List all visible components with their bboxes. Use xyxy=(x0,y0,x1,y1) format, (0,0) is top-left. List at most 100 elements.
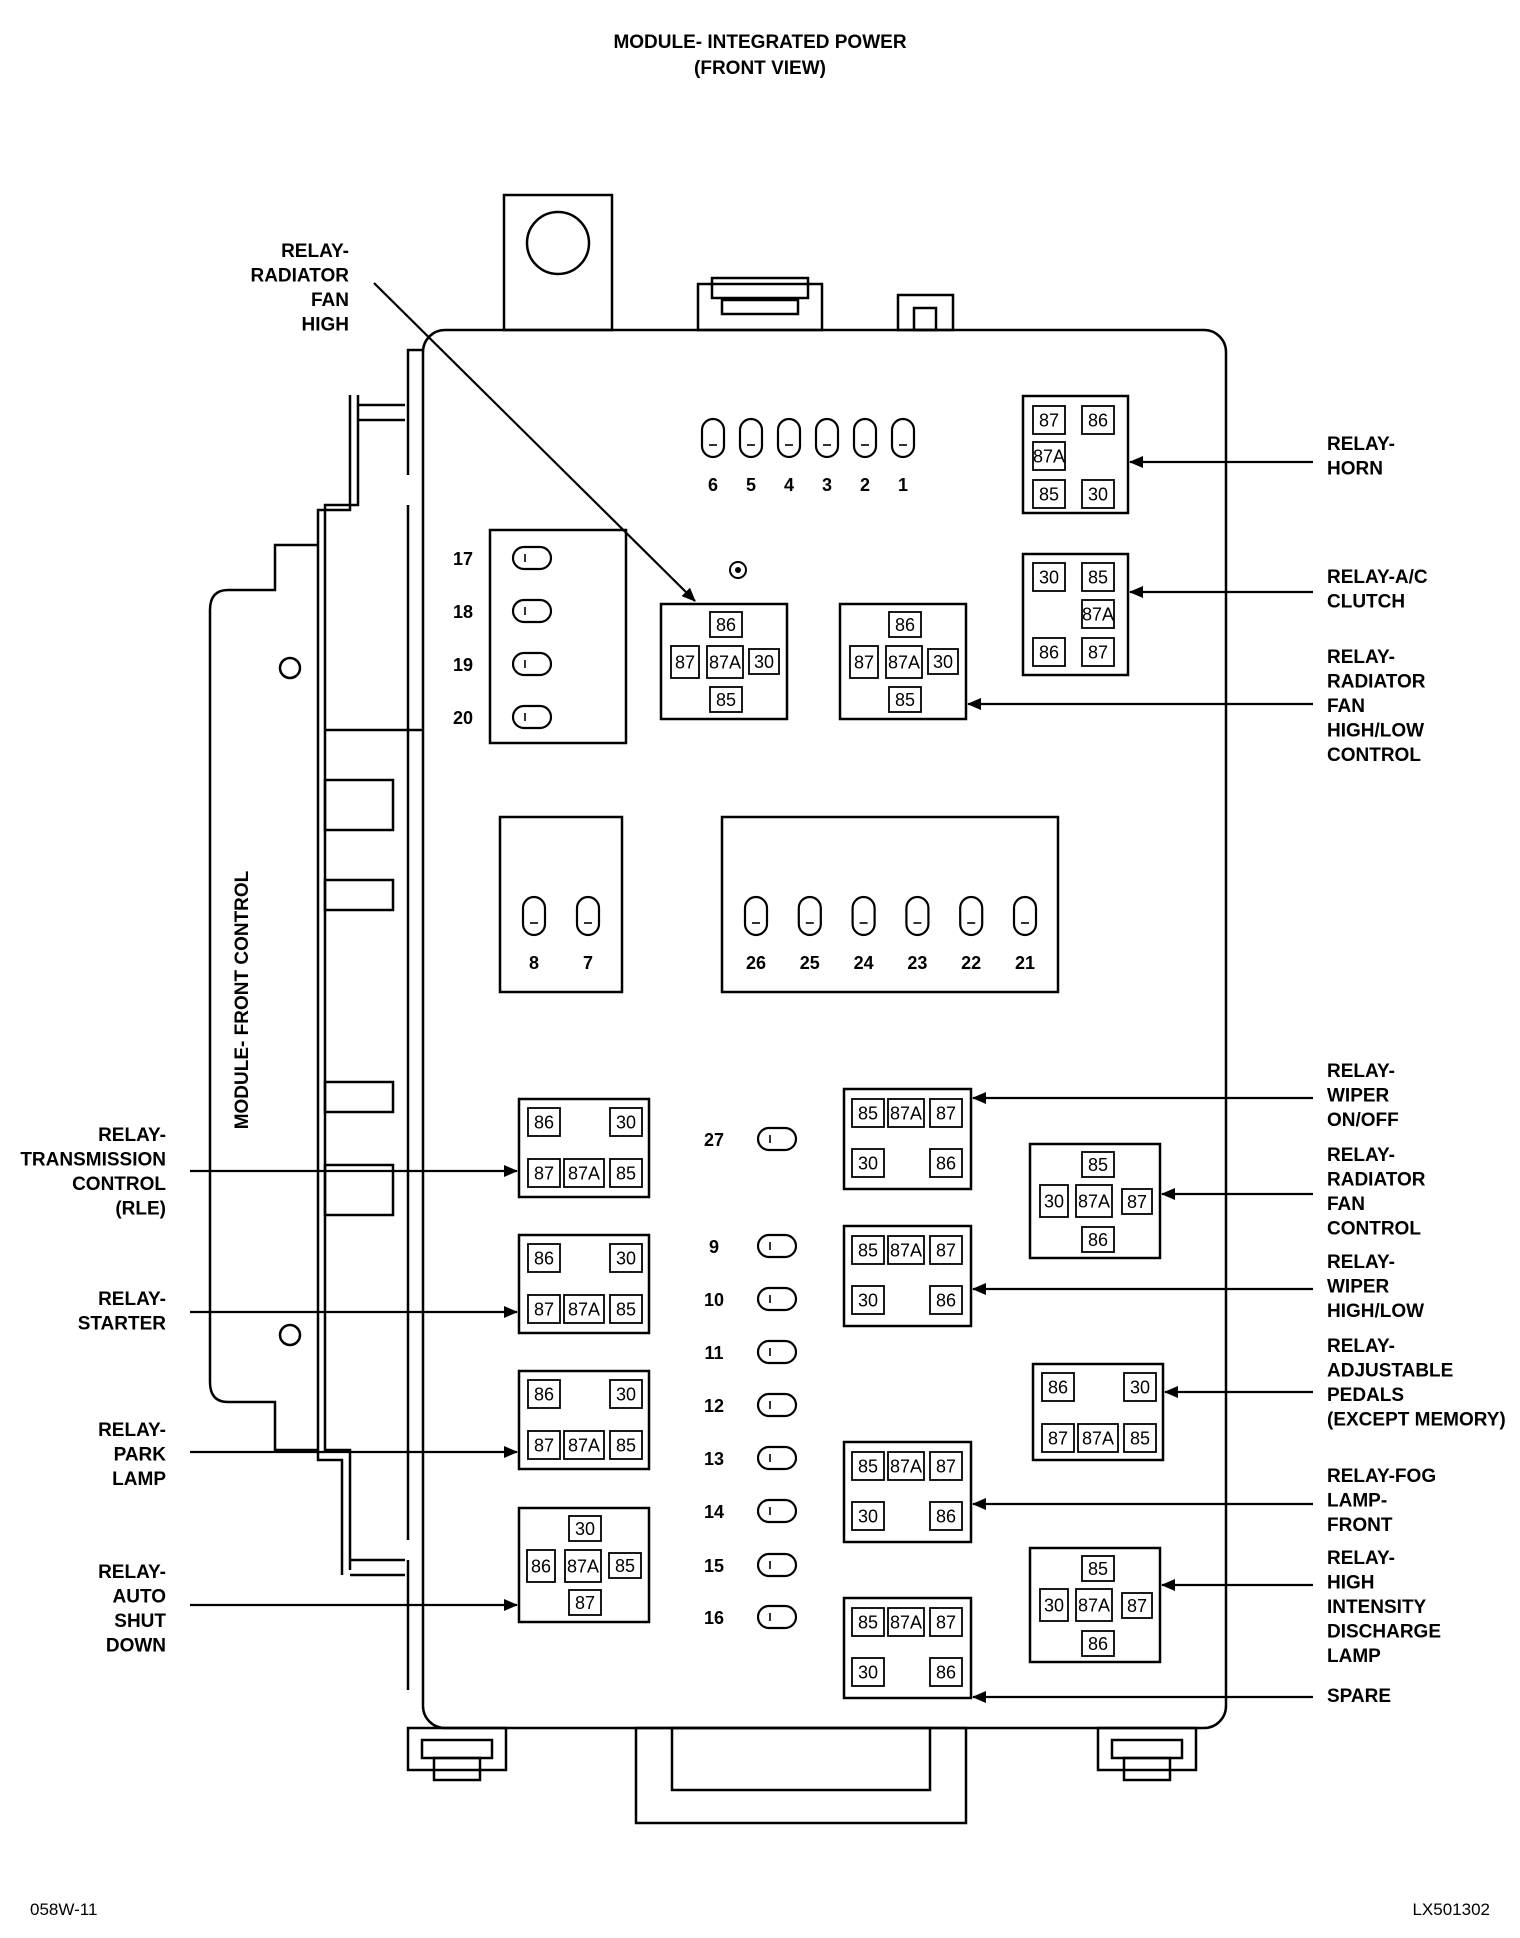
relay-pin: 30 xyxy=(575,1519,595,1539)
fuse-19[interactable]: 19 xyxy=(453,651,553,677)
fuse-9[interactable]: 9 xyxy=(709,1233,798,1259)
relay-pin: 85 xyxy=(1088,568,1108,588)
fuse-number: 20 xyxy=(453,708,473,728)
fuse-1[interactable]: 1 xyxy=(890,417,916,495)
callout-text: DOWN xyxy=(106,1636,166,1657)
relay-pin: 85 xyxy=(858,1104,878,1124)
callout-text: RELAY- xyxy=(1327,1145,1395,1166)
fuse-12[interactable]: 12 xyxy=(704,1392,798,1418)
fuse-number: 13 xyxy=(704,1449,724,1469)
callout-text: FAN xyxy=(1327,696,1365,717)
relay-pin: 87 xyxy=(534,1300,554,1320)
fuse-27[interactable]: 27 xyxy=(704,1126,798,1152)
fuse-17[interactable]: 17 xyxy=(453,545,553,571)
fuse-4[interactable]: 4 xyxy=(776,417,802,495)
callout-text: PARK xyxy=(114,1445,167,1466)
relay-pin: 86 xyxy=(1039,643,1059,663)
relay-pin: 86 xyxy=(716,615,736,635)
fuse-11[interactable]: 11 xyxy=(704,1339,798,1365)
fuse-number: 10 xyxy=(704,1290,724,1310)
relay-pin: 87A xyxy=(567,1557,599,1577)
fuse-16[interactable]: 16 xyxy=(704,1604,798,1630)
callout-text: AUTO xyxy=(113,1587,166,1608)
fuse-6[interactable]: 6 xyxy=(700,417,726,495)
relay-pin: 87A xyxy=(890,1241,922,1261)
fuse-23[interactable]: 23 xyxy=(905,895,930,973)
fuse-number: 8 xyxy=(529,953,539,973)
fuse-3[interactable]: 3 xyxy=(814,417,840,495)
bottom-tab xyxy=(634,1726,968,1825)
fuse-number: 21 xyxy=(1015,953,1035,973)
fuse-26[interactable]: 26 xyxy=(743,895,769,973)
fuse-10[interactable]: 10 xyxy=(704,1286,798,1312)
callout-text: LAMP xyxy=(1327,1646,1381,1667)
relay-pin: 87A xyxy=(709,653,741,673)
fuse-number: 24 xyxy=(854,953,874,973)
bottom-left-connector xyxy=(406,1726,508,1782)
fuse-24[interactable]: 24 xyxy=(851,895,876,973)
callout-text: RELAY- xyxy=(98,1125,166,1146)
fuse-number: 19 xyxy=(453,655,473,675)
fuse-number: 25 xyxy=(800,953,820,973)
callout-text: RELAY- xyxy=(1327,647,1395,668)
relay-pin: 86 xyxy=(936,1154,956,1174)
relay-pin: 85 xyxy=(1130,1429,1150,1449)
callout-text: LAMP- xyxy=(1327,1491,1387,1512)
fuse-21[interactable]: 21 xyxy=(1012,895,1038,973)
relay-pin: 87A xyxy=(1078,1596,1110,1616)
fuse-number: 2 xyxy=(860,475,870,495)
fuse-number: 27 xyxy=(704,1130,724,1150)
fuse-2[interactable]: 2 xyxy=(852,417,878,495)
fuse-13[interactable]: 13 xyxy=(704,1445,798,1471)
relay-pin: 87A xyxy=(890,1613,922,1633)
fuse-25[interactable]: 25 xyxy=(797,895,822,973)
callout-text: HIGH/LOW xyxy=(1327,1301,1424,1322)
fuse-8[interactable]: 8 xyxy=(521,895,547,973)
callout-text: (EXCEPT MEMORY) xyxy=(1327,1410,1506,1431)
fuse-18[interactable]: 18 xyxy=(453,598,553,624)
fuse-number: 6 xyxy=(708,475,718,495)
label-relay-spare: SPARE xyxy=(972,1686,1391,1707)
fuse-14[interactable]: 14 xyxy=(704,1498,798,1524)
callout-text: FRONT xyxy=(1327,1515,1393,1536)
callout-text: RADIATOR xyxy=(1327,1170,1426,1191)
relay-pin: 85 xyxy=(895,690,915,710)
fuse-number: 9 xyxy=(709,1237,719,1257)
callout-text: RELAY- xyxy=(98,1289,166,1310)
relay-pin: 87A xyxy=(888,653,920,673)
fuse-5[interactable]: 5 xyxy=(738,417,764,495)
front-control-module-label: MODULE- FRONT CONTROL xyxy=(232,870,253,1129)
relay-pin: 30 xyxy=(616,1249,636,1269)
top-connector xyxy=(696,276,824,332)
fuse-22[interactable]: 22 xyxy=(959,895,984,973)
relay-pin: 30 xyxy=(858,1291,878,1311)
fuse-number: 15 xyxy=(704,1556,724,1576)
fuse-15[interactable]: 15 xyxy=(704,1552,798,1578)
fuse-7[interactable]: 7 xyxy=(575,895,601,973)
relay-pin: 30 xyxy=(1044,1192,1064,1212)
callout-text: INTENSITY xyxy=(1327,1597,1427,1618)
relay-pin: 86 xyxy=(1088,1230,1108,1250)
stud-hole xyxy=(525,210,591,276)
relay-pin: 87 xyxy=(575,1593,595,1613)
callout-text: ON/OFF xyxy=(1327,1110,1399,1131)
fuse-20[interactable]: 20 xyxy=(453,704,553,730)
